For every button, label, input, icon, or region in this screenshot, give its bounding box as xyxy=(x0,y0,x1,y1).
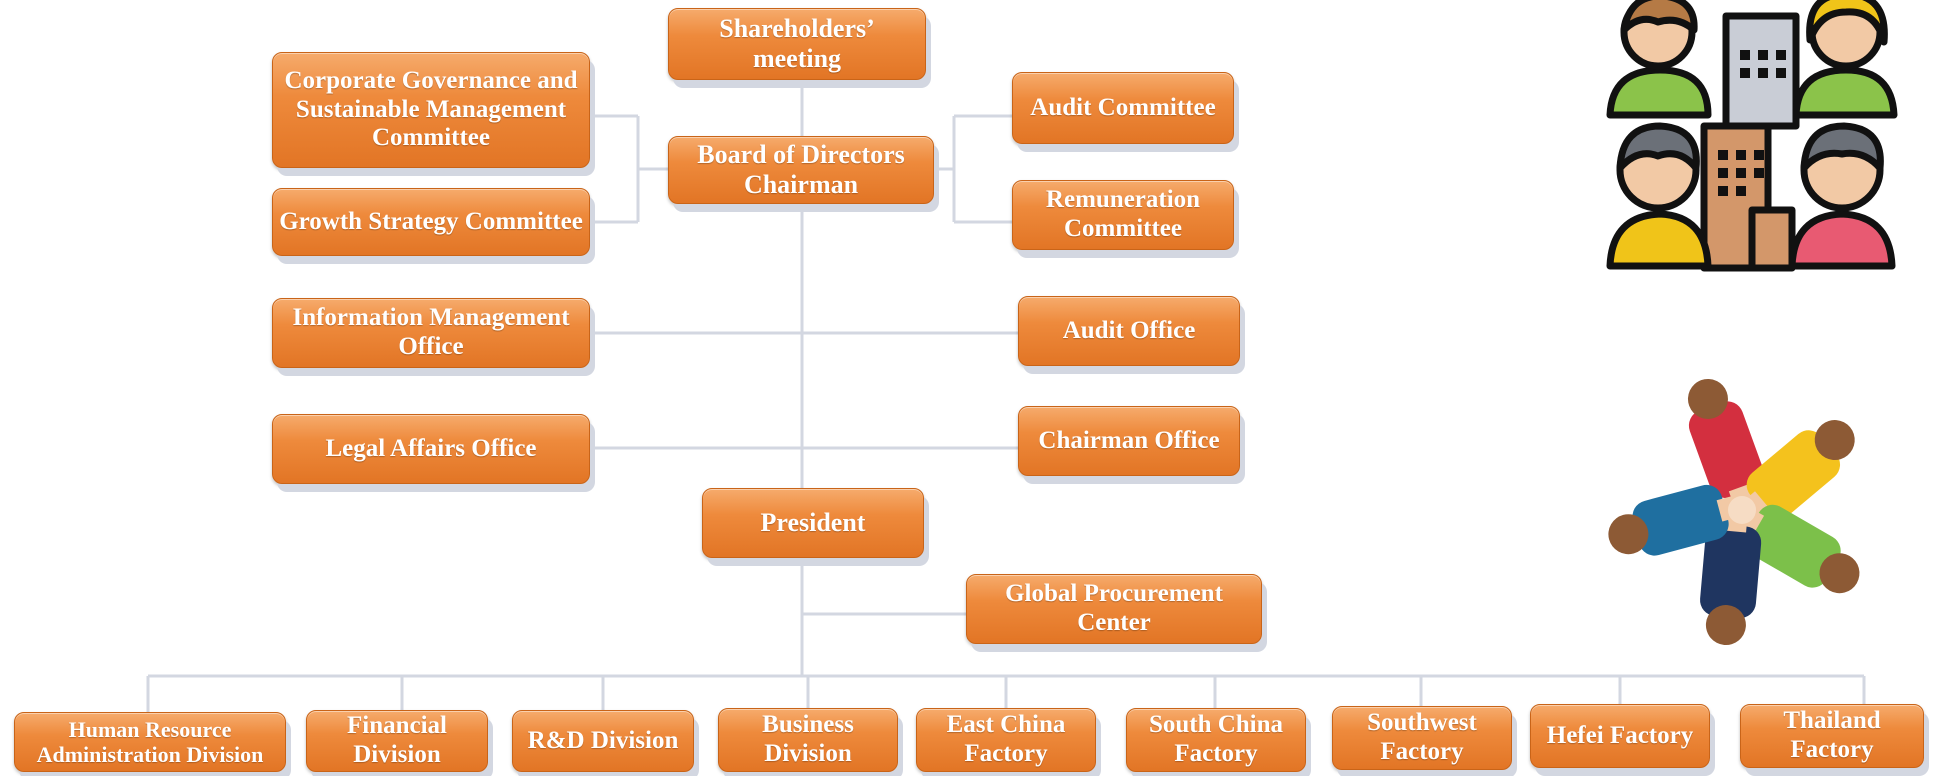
global-procurement-center-box: Global Procurement Center xyxy=(966,574,1262,644)
chairman-office-box: Chairman Office xyxy=(1018,406,1240,476)
teamwork-circle-icon xyxy=(1608,378,1860,646)
president-box: President xyxy=(702,488,924,558)
remuneration-committee-box: Remuneration Committee xyxy=(1012,180,1234,250)
information-management-office-box: Information Management Office xyxy=(272,298,590,368)
division-box-rd: R&D Division xyxy=(512,710,694,772)
audit-committee-box: Audit Committee xyxy=(1012,72,1234,144)
division-box-south-china: South China Factory xyxy=(1126,708,1306,772)
division-box-hefei: Hefei Factory xyxy=(1530,704,1710,768)
division-box-business: Business Division xyxy=(718,708,898,772)
division-box-east-china: East China Factory xyxy=(916,708,1096,772)
board-of-directors-box: Board of Directors Chairman xyxy=(668,136,934,204)
division-box-financial: Financial Division xyxy=(306,710,488,772)
division-box-southwest: Southwest Factory xyxy=(1332,706,1512,770)
growth-strategy-committee-box: Growth Strategy Committee xyxy=(272,188,590,256)
shareholders-meeting-box: Shareholders’ meeting xyxy=(668,8,926,80)
legal-affairs-office-box: Legal Affairs Office xyxy=(272,414,590,484)
audit-office-box: Audit Office xyxy=(1018,296,1240,366)
people-building-icon xyxy=(1606,0,1898,272)
division-box-hr: Human Resource Administration Division xyxy=(14,712,286,772)
corporate-governance-committee-box: Corporate Governance and Sustainable Man… xyxy=(272,52,590,168)
division-box-thailand: Thailand Factory xyxy=(1740,704,1924,768)
